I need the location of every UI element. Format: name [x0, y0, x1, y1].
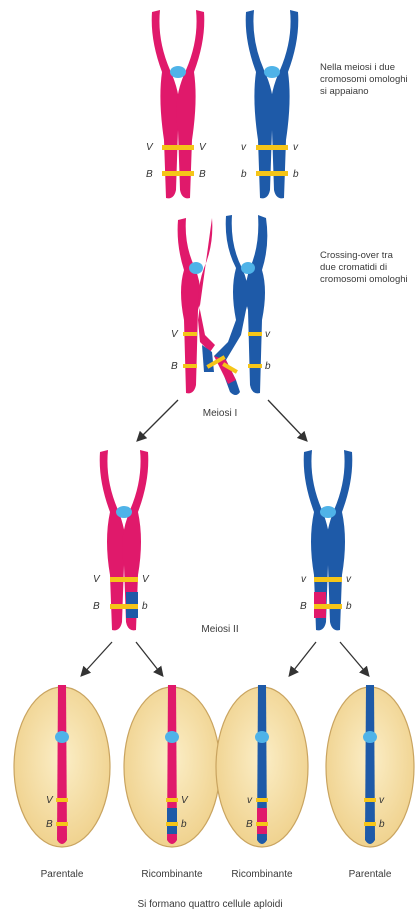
- centromere-icon: [170, 66, 186, 78]
- allele-v: v: [265, 329, 271, 340]
- daughter-chromosome-right: [304, 450, 353, 630]
- cell-label-1: Parentale: [17, 869, 107, 880]
- allele-B: B: [199, 169, 206, 180]
- maternal-chromosome-pair-1: [152, 10, 205, 198]
- allele-b: b: [293, 169, 299, 180]
- haploid-cell-2: [124, 685, 220, 847]
- arrow-icon: [340, 642, 368, 675]
- footer-caption: Si formano quattro cellule aploidi: [80, 899, 340, 910]
- arrow-icon: [82, 642, 112, 675]
- allele-v: v: [301, 574, 307, 585]
- allele-b: b: [142, 601, 148, 612]
- allele-V: V: [171, 329, 179, 340]
- arrow-icon: [290, 642, 316, 675]
- haploid-cell-3: [216, 685, 308, 847]
- cell-label-4: Parentale: [325, 869, 415, 880]
- arrow-icon: [268, 400, 306, 440]
- centromere-icon: [116, 506, 132, 518]
- centromere-icon: [363, 731, 377, 743]
- allele-B: B: [146, 169, 153, 180]
- allele-B: B: [93, 601, 100, 612]
- caption-crossing-over: Crossing-over tra due cromatidi di cromo…: [320, 250, 410, 286]
- daughter-chromosome-left: [100, 450, 149, 630]
- allele-B: B: [300, 601, 307, 612]
- arrow-icon: [138, 400, 178, 440]
- cell-label-2: Ricombinante: [127, 869, 217, 880]
- allele-V: V: [146, 142, 154, 153]
- haploid-cell-1: [14, 685, 110, 847]
- centromere-icon: [320, 506, 336, 518]
- allele-B: B: [46, 819, 53, 830]
- centromere-icon: [189, 262, 203, 274]
- caption-pairing: Nella meiosi i due cromosomi omologhi si…: [320, 62, 410, 98]
- allele-B: B: [246, 819, 253, 830]
- allele-b: b: [241, 169, 247, 180]
- centromere-icon: [255, 731, 269, 743]
- centromere-icon: [165, 731, 179, 743]
- cell-label-3: Ricombinante: [217, 869, 307, 880]
- crossing-over-chromosomes: [178, 215, 268, 395]
- allele-b: b: [265, 361, 271, 372]
- haploid-cell-4: [326, 685, 414, 847]
- allele-b: b: [181, 819, 187, 830]
- allele-V: V: [93, 574, 101, 585]
- centromere-icon: [264, 66, 280, 78]
- allele-b: b: [379, 819, 385, 830]
- paternal-chromosome-pair-1: [246, 10, 299, 198]
- allele-b: b: [346, 601, 352, 612]
- centromere-icon: [55, 731, 69, 743]
- allele-V: V: [199, 142, 207, 153]
- centromere-icon: [241, 262, 255, 274]
- allele-B: B: [171, 361, 178, 372]
- stage-label-meiosis-2: Meiosi II: [180, 624, 260, 635]
- stage-label-meiosis-1: Meiosi I: [180, 408, 260, 419]
- allele-v: v: [346, 574, 352, 585]
- allele-v: v: [293, 142, 299, 153]
- allele-V: V: [142, 574, 150, 585]
- arrow-icon: [136, 642, 162, 675]
- allele-v: v: [241, 142, 247, 153]
